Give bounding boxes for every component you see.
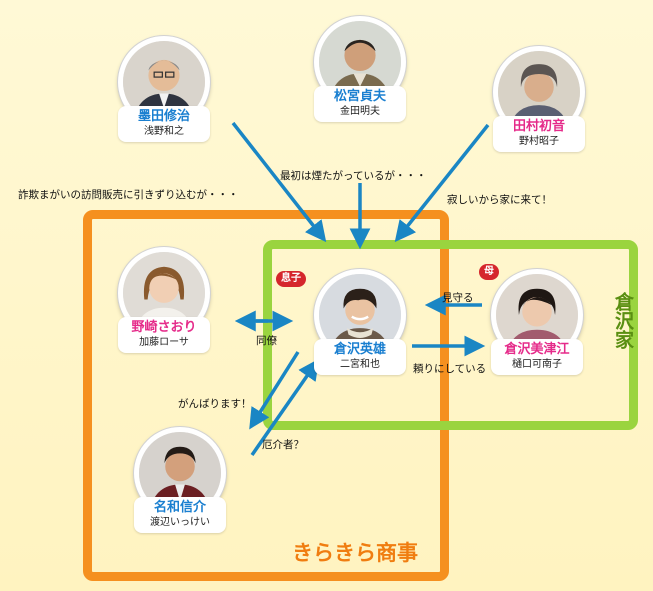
company-group-label: きらきら商事 <box>292 541 418 565</box>
company-group-frame <box>83 210 449 581</box>
name-card-mitsue: 倉沢美津江 樋口可南子 <box>491 339 583 375</box>
label-do-my-best: がんばります！ <box>178 398 252 410</box>
character-mitsue: 倉沢美津江 樋口可南子 <box>491 269 583 375</box>
actor-name: 金田明夫 <box>340 106 380 117</box>
name-card-tamura: 田村初音 野村昭子 <box>493 116 585 152</box>
name-card-nozaki: 野崎さおり 加藤ローサ <box>118 317 210 353</box>
actor-name: 渡辺いっけい <box>150 517 210 528</box>
actor-name: 浅野和之 <box>144 126 184 137</box>
label-tamura-to-hideo: 寂しいから家に来て！ <box>447 194 552 206</box>
actor-name: 樋口可南子 <box>512 359 562 370</box>
family-group-frame <box>263 240 638 430</box>
arrow-sumida-to-hideo <box>231 121 327 243</box>
character-nozaki: 野崎さおり 加藤ローサ <box>118 247 210 353</box>
character-sumida: 墨田修治 浅野和之 <box>118 36 210 142</box>
name-card-nawa: 名和信介 渡辺いっけい <box>134 497 226 533</box>
actor-name: 二宮和也 <box>340 359 380 370</box>
badge-son: 息子 <box>276 271 306 287</box>
actor-name: 加藤ローサ <box>139 337 189 348</box>
role-name: 田村初音 <box>512 119 565 134</box>
actor-name: 野村昭子 <box>519 136 559 147</box>
arrow-nawa-to-hideo <box>250 358 319 456</box>
label-nuisance: 厄介者？ <box>262 439 304 451</box>
label-sumida-to-hideo: 詐欺まがいの訪問販売に引きずり込むが・・・ <box>18 189 239 201</box>
label-rely-on: 頼りにしている <box>413 363 487 375</box>
role-name: 野崎さおり <box>131 320 197 335</box>
character-hideo: 倉沢英雄 二宮和也 <box>314 269 406 375</box>
name-card-hideo: 倉沢英雄 二宮和也 <box>314 339 406 375</box>
label-watch-over: 見守る <box>442 292 474 304</box>
name-card-sumida: 墨田修治 浅野和之 <box>118 106 210 142</box>
name-card-matsumiya: 松宮貞夫 金田明夫 <box>314 86 406 122</box>
character-nawa: 名和信介 渡辺いっけい <box>134 427 226 533</box>
family-group-label: 倉沢家 <box>611 292 634 349</box>
label-coworker: 同僚 <box>256 335 277 347</box>
role-name: 倉沢英雄 <box>333 342 386 357</box>
arrow-hideo-to-nawa <box>249 351 300 430</box>
arrow-tamura-to-hideo <box>394 123 490 243</box>
badge-mother: 母 <box>479 264 499 280</box>
character-matsumiya: 松宮貞夫 金田明夫 <box>314 16 406 122</box>
role-name: 松宮貞夫 <box>333 89 386 104</box>
character-tamura: 田村初音 野村昭子 <box>493 46 585 152</box>
role-name: 倉沢美津江 <box>504 342 570 357</box>
label-matsumiya-to-hideo: 最初は煙たがっているが・・・ <box>280 170 427 182</box>
role-name: 墨田修治 <box>137 109 190 124</box>
role-name: 名和信介 <box>153 500 206 515</box>
